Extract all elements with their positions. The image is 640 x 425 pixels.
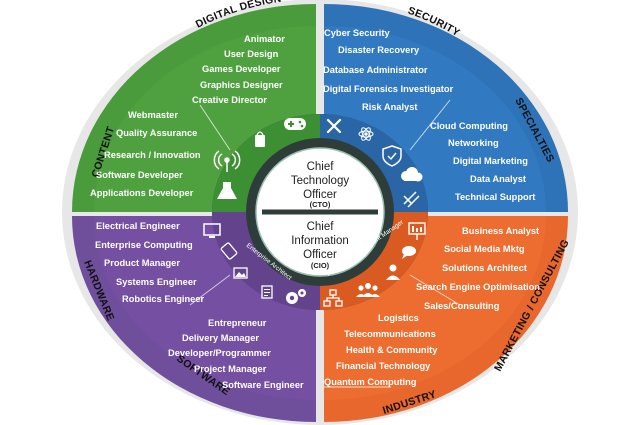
role-label: Software Engineer: [222, 380, 304, 390]
divider-purple: [189, 274, 231, 306]
role-label: Disaster Recovery: [338, 45, 420, 55]
roles-marketing: Business Analyst Social Media Mktg Solut…: [416, 226, 540, 311]
cto-line-2: Technology: [291, 175, 349, 187]
role-label: Developer/Programmer: [168, 348, 271, 358]
roles-software: Entrepreneur Delivery Manager Developer/…: [168, 318, 304, 390]
role-label: Games Developer: [202, 64, 281, 74]
role-label: Research / Innovation: [104, 150, 201, 160]
roles-hardware: Electrical Engineer Enterprise Computing…: [95, 221, 205, 304]
role-label: Database Administrator: [323, 65, 428, 75]
role-label: Robotics Engineer: [122, 294, 205, 304]
gears-icon: [286, 289, 306, 304]
gamepad-icon: [284, 118, 306, 130]
role-label: Digital Marketing: [453, 156, 528, 166]
network-icon: [323, 289, 343, 307]
role-label: Graphics Designer: [200, 80, 283, 90]
cio-line-2: Information: [291, 235, 349, 247]
role-label: Animator: [244, 34, 285, 44]
roles-security: Cyber Security Disaster Recovery Databas…: [323, 28, 454, 112]
role-label: Project Manager: [194, 364, 267, 374]
divider-orange: [409, 274, 461, 306]
role-label: Networking: [448, 138, 499, 148]
role-label: Financial Technology: [336, 361, 431, 371]
role-label: Delivery Manager: [182, 333, 259, 343]
person-icon: [386, 264, 400, 280]
cio-line-3: Officer: [303, 249, 337, 261]
role-label: Technical Support: [455, 192, 535, 202]
role-label: Applications Developer: [90, 188, 194, 198]
group-icon: [356, 283, 380, 297]
role-label: Systems Engineer: [116, 277, 197, 287]
role-label: Cloud Computing: [430, 121, 508, 131]
role-label: Webmaster: [128, 110, 178, 120]
roles-specialties: Cloud Computing Networking Digital Marke…: [430, 121, 535, 202]
shopping-bag-icon: [255, 131, 265, 147]
mobile-icon: [220, 242, 238, 260]
cto-abbr: (CTO): [310, 200, 331, 209]
role-label: Product Manager: [104, 258, 180, 268]
role-label: Quality Assurance: [116, 128, 197, 138]
role-label: Enterprise Computing: [95, 240, 193, 250]
role-label: Telecommunications: [344, 329, 436, 339]
divider-green: [199, 104, 231, 151]
presentation-icon: [408, 222, 426, 240]
chat-icon: [402, 246, 416, 259]
role-label: Software Developer: [96, 170, 183, 180]
role-label: Social Media Mktg: [444, 244, 525, 254]
role-label: Health & Community: [346, 345, 438, 355]
atom-icon: [358, 127, 374, 141]
monitor-icon: [203, 223, 221, 238]
roles-digital-design: Animator User Design Games Developer Gra…: [192, 34, 285, 105]
role-label: Sales/Consulting: [424, 301, 500, 311]
role-label: Logistics: [378, 313, 419, 323]
cto-line-1: Chief: [307, 161, 335, 173]
roles-industry: Logistics Telecommunications Health & Co…: [324, 313, 438, 388]
role-label: User Design: [224, 49, 279, 59]
role-label: Data Analyst: [470, 174, 526, 184]
flask-icon: [217, 182, 237, 199]
role-label: Quantum Computing: [324, 377, 417, 387]
role-label: Digital Forensics Investigator: [323, 84, 454, 94]
role-label: Electrical Engineer: [96, 221, 180, 231]
role-label: Creative Director: [192, 95, 267, 105]
document-icon: [261, 285, 273, 299]
cio-line-1: Chief: [307, 221, 335, 233]
role-label: Entrepreneur: [208, 318, 267, 328]
role-label: Cyber Security: [324, 28, 390, 38]
shield-icon: [382, 145, 402, 167]
divider-blue: [409, 99, 451, 151]
role-label: Solutions Architect: [442, 263, 527, 273]
role-label: Risk Analyst: [362, 102, 417, 112]
role-label: Search Engine Optimisation: [416, 282, 540, 292]
broadcast-icon: [213, 150, 241, 172]
role-label: Business Analyst: [462, 226, 539, 236]
satellite-icon: [403, 191, 420, 208]
cio-abbr: (CIO): [311, 261, 330, 270]
image-icon: [233, 267, 248, 279]
tools-icon: [326, 118, 342, 134]
cloud-icon: [401, 167, 423, 182]
cto-line-3: Officer: [303, 189, 337, 201]
roles-content: Webmaster Quality Assurance Research / I…: [90, 110, 201, 198]
